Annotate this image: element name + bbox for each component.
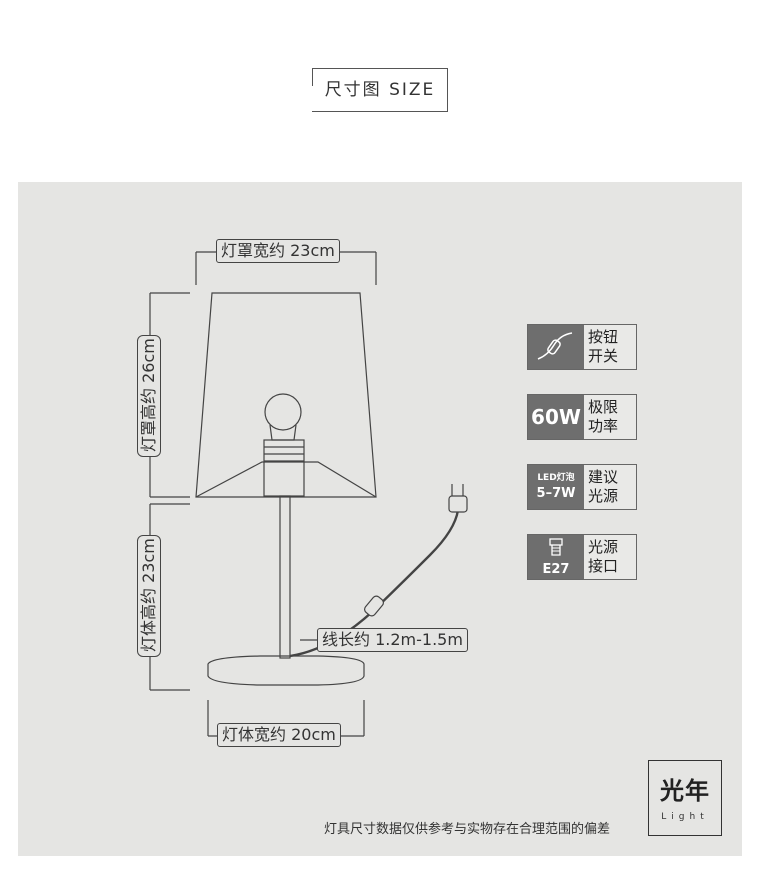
led-icon: LED灯泡 5–7W [528,465,584,509]
body-width-label: 灯体宽约 20cm [217,723,341,747]
spec-led: LED灯泡 5–7W 建议光源 [527,464,637,510]
led-icon-top: LED灯泡 [537,473,575,483]
spec-switch-line1: 按钮 [588,328,619,346]
logo-sub-text: Light [661,812,709,822]
led-icon-bottom: 5–7W [536,486,576,501]
switch-icon [528,325,584,369]
spec-power-line1: 极限 [588,398,619,416]
disclaimer-text: 灯具尺寸数据仅供参考与实物存在合理范围的偏差 [324,822,611,837]
cord-length-label: 线长约 1.2m-1.5m [317,628,468,652]
power-icon: 60W [528,395,584,439]
bulb [264,393,302,431]
page-title: 尺寸图 SIZE [324,80,436,100]
socket-icon-label: E27 [542,562,570,577]
spec-socket: E27 光源接口 [527,534,637,580]
spec-power-line2: 功率 [588,417,619,435]
spec-switch: 按钮开关 [527,324,637,370]
lamp-stem [279,495,291,659]
spec-led-line2: 光源 [588,487,619,505]
spec-socket-line2: 接口 [588,557,619,575]
logo-main-text: 光年 [660,777,710,805]
body-height-label: 灯体高约 23cm [137,535,161,657]
size-diagram-panel [18,182,742,856]
socket-icon: E27 [528,535,584,579]
spec-led-line1: 建议 [588,468,619,486]
lamp-shade [195,292,377,498]
spec-socket-line1: 光源 [588,538,619,556]
lamp-base [207,655,365,686]
shade-height-label: 灯罩高约 26cm [137,335,161,457]
spec-power: 60W 极限功率 [527,394,637,440]
title-frame: 尺寸图 SIZE [312,68,448,112]
socket [263,439,305,497]
spec-switch-line2: 开关 [588,347,619,365]
shade-width-label: 灯罩宽约 23cm [216,239,340,263]
brand-logo: 光年 Light [648,760,722,836]
